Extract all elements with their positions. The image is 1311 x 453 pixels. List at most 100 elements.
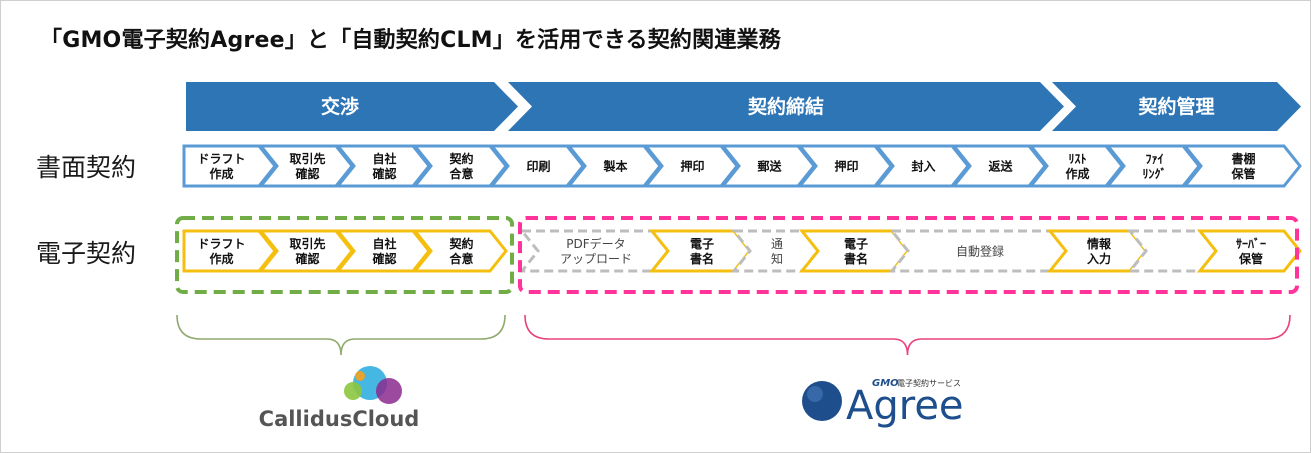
clm-step-shape [334,229,431,273]
paper-step-label: 押印 [834,158,858,173]
paper-step-shape [642,144,739,188]
callidus-logo: CallidusCloud [259,366,420,431]
agree-step-label: アップロード [560,252,632,266]
clm-step-label: 確認 [372,251,396,266]
paper-step-label: 押印 [680,158,704,173]
paper-step: 封入 [873,144,970,188]
agree-step-label: 電子 [690,237,714,251]
paper-step-shape [257,144,354,188]
logo-circle-purple [376,378,402,404]
agree-step: 自動登録 [888,229,1068,273]
clm-step-label: ドラフト [197,237,245,251]
clm-step-label: 作成 [209,251,233,266]
paper-step-shape [411,144,508,188]
phase-label: 交渉 [321,95,359,118]
paper-step-label: 製本 [602,158,627,173]
phase-arrow-2: 契約締結 [508,82,1064,131]
agree-group-box [518,216,1299,294]
paper-step-label: 作成 [209,166,233,181]
clm-step-label: 自社 [372,236,396,251]
clm-step-label: 取引先 [289,236,325,251]
paper-step-label: 印刷 [526,159,550,173]
agree-logo-highlight [807,386,823,402]
paper-step-label: 自社 [372,151,396,166]
clm-step-label: 契約 [448,236,473,251]
paper-step-label: ﾌｧｲ [1145,152,1163,166]
clm-brace [176,314,506,356]
agree-step-label: 書名 [690,251,714,266]
paper-step-shape [796,144,893,188]
phase-arrow-shape [1052,82,1301,131]
agree-step-shape [1196,229,1302,273]
agree-step-label: 書名 [844,251,868,266]
paper-step-shape [488,144,585,188]
paper-step: 製本 [565,144,662,188]
paper-step-label: ドラフト [197,152,245,166]
agree-step-label: 通 [771,237,783,251]
phase-arrow-shape [508,82,1064,131]
agree-step-label: 情報 [1087,236,1112,251]
agree-step-label: PDFデータ [566,236,625,251]
paper-step-label: 封入 [911,158,935,173]
agree-step-label: 電子 [844,237,868,251]
paper-step-label: 確認 [372,166,396,181]
agree-step-label: 知 [771,252,783,266]
clm-group-box [175,216,514,294]
paper-step-label: 合意 [449,166,473,181]
logo-circle-orange [355,371,365,381]
clm-step-label: 確認 [295,251,319,266]
paper-step-label: 確認 [295,166,319,181]
paper-step: 郵送 [719,144,816,188]
clm-step-label: 合意 [449,251,473,266]
paper-step-shape [873,144,970,188]
paper-step: 押印 [796,144,893,188]
agree-step-label: 保管 [1238,251,1263,266]
paper-step-shape [182,144,277,188]
row-label-paper: 書面契約 [36,153,137,182]
row-label-electronic: 電子契約 [36,239,137,268]
paper-step-label: 契約 [448,151,473,166]
paper-step: 返送 [950,144,1047,188]
clm-step-shape [182,229,277,273]
phase-arrow-shape [186,82,518,131]
paper-step-label: 作成 [1065,166,1089,181]
paper-step-shape [565,144,662,188]
agree-brace [524,314,1291,356]
paper-step-label: ﾘｽﾄ [1068,152,1086,166]
agree-step-label: ｻｰﾊﾞｰ [1236,236,1266,251]
phase-arrow-3: 契約管理 [1052,82,1301,131]
agree-subtitle-text: 電子契約サービス [897,378,961,388]
logo-circle-green [344,382,362,400]
paper-step-shape [1104,144,1201,188]
paper-step-label: 返送 [988,158,1013,173]
paper-step-label: 取引先 [289,151,325,166]
agree-brand-text: GMO [872,378,899,389]
agree-name-text: Agree [846,383,964,429]
callidus-logo-text: CallidusCloud [259,407,420,431]
paper-step-shape [719,144,816,188]
paper-step-shape [950,144,1047,188]
paper-step-shape [1027,144,1124,188]
clm-step-shape [411,229,508,273]
paper-step-label: 保管 [1230,166,1255,181]
paper-step-label: ﾘﾝｸﾞ [1142,166,1166,181]
paper-step-shape [334,144,431,188]
phase-label: 契約締結 [747,95,824,118]
paper-step-label: 書棚 [1231,151,1255,166]
